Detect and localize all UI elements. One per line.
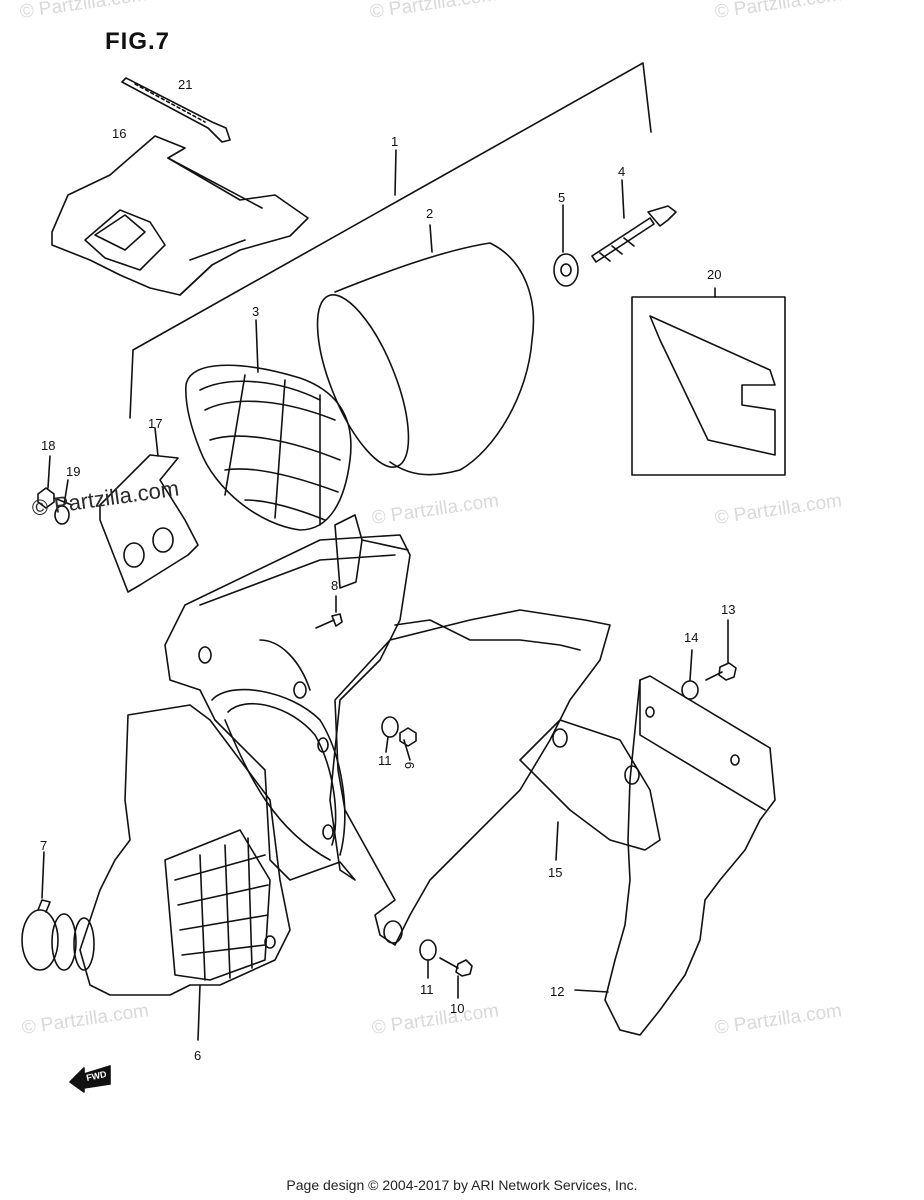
callout-7: 7 xyxy=(40,838,47,853)
callout-3: 3 xyxy=(252,304,259,319)
fwd-label: FWD xyxy=(85,1069,108,1083)
callout-21: 21 xyxy=(178,77,192,92)
part-12-duct-cover xyxy=(574,675,776,1036)
part-5-washer xyxy=(553,204,579,287)
callout-16: 16 xyxy=(112,126,126,141)
part-10-bolt xyxy=(439,957,473,999)
part-17-bracket xyxy=(99,427,199,593)
callout-11-upper: 11 xyxy=(378,753,392,768)
callout-17: 17 xyxy=(148,416,162,431)
callout-6: 6 xyxy=(194,1048,201,1063)
part-21-cable-tie xyxy=(121,77,231,143)
fwd-direction-icon: FWD xyxy=(69,1065,111,1093)
callout-2: 2 xyxy=(426,206,433,221)
callout-14: 14 xyxy=(684,630,698,645)
part-11-washer-upper xyxy=(381,716,399,753)
part-13-bolt xyxy=(705,619,737,681)
part-2-filter-element xyxy=(316,224,535,476)
part-4-wing-bolt xyxy=(591,179,677,263)
figure-title: FIG.7 xyxy=(105,28,171,55)
callout-9: 9 xyxy=(402,762,417,769)
part-9-bolt xyxy=(399,727,417,761)
part-15-side-plate xyxy=(334,609,661,946)
callout-10: 10 xyxy=(450,1001,464,1016)
part-19-washer xyxy=(54,479,70,525)
part-11-washer-lower xyxy=(419,939,437,979)
part-16-cover-plate xyxy=(51,135,309,296)
callout-5: 5 xyxy=(558,190,565,205)
page-footer: Page design © 2004-2017 by ARI Network S… xyxy=(286,1177,638,1193)
callout-12: 12 xyxy=(550,984,564,999)
callout-15: 15 xyxy=(548,865,562,880)
callout-18: 18 xyxy=(41,438,55,453)
callout-13: 13 xyxy=(721,602,735,617)
callout-8: 8 xyxy=(331,578,338,593)
callout-20: 20 xyxy=(707,267,721,282)
airbox-main-body xyxy=(164,514,411,881)
part-14-washer xyxy=(681,649,699,700)
callout-4: 4 xyxy=(618,164,625,179)
callout-1: 1 xyxy=(391,134,398,149)
part-6-intake-duct xyxy=(79,704,291,1041)
part-8-screw xyxy=(315,595,343,629)
part-18-bolt xyxy=(37,455,73,509)
callout-11-lower: 11 xyxy=(420,982,434,997)
part-7-clamp-bands xyxy=(21,851,95,971)
callout-numbers: 1 2 3 4 5 6 7 8 9 10 11 11 12 13 14 15 1… xyxy=(40,77,735,1063)
part-20-plate-box xyxy=(631,287,786,476)
assembly-bracket-1 xyxy=(129,62,652,419)
part-3-filter-cage xyxy=(185,319,352,531)
callout-19: 19 xyxy=(66,464,80,479)
